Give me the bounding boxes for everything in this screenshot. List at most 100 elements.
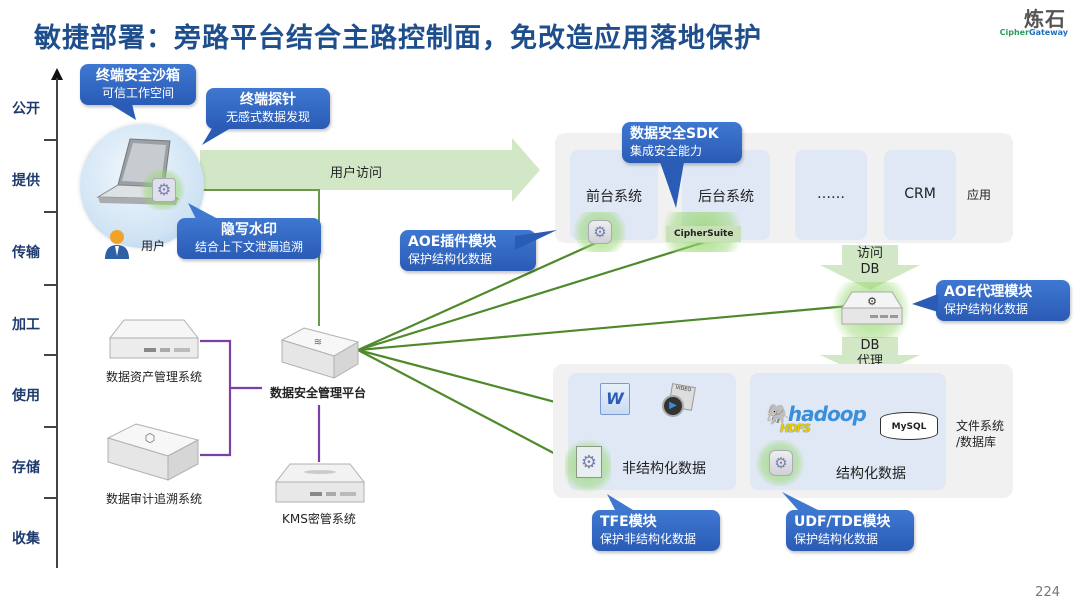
callout-udf-title: UDF/TDE模块 — [794, 514, 891, 530]
axis-label-transmit: 传输 — [12, 245, 40, 261]
axis-tick — [44, 354, 57, 356]
svg-text:⬡: ⬡ — [145, 431, 155, 445]
watermark-gear-icon: ⚙ — [152, 178, 176, 202]
axis-label-provide: 提供 — [12, 173, 40, 189]
storage-side-label: 文件系统 /数据库 — [956, 418, 1004, 450]
apps-side-label: 应用 — [967, 188, 992, 202]
line-platform-aoe-plugin — [357, 240, 599, 352]
user-access-arrow — [200, 138, 540, 202]
tfe-file-gear-icon: ⚙ — [576, 446, 602, 478]
logo-en-b: Gateway — [1029, 28, 1068, 37]
hdfs-text: HDFS — [780, 422, 811, 435]
udf-db-gear-icon: ⚙ — [769, 450, 793, 476]
axis-tick — [44, 211, 57, 213]
svg-text:⚙: ⚙ — [867, 295, 877, 308]
callout-pointer — [110, 104, 136, 120]
video-file-icon: VIDEO ▶ — [660, 383, 696, 417]
access-db-arrow — [820, 245, 920, 290]
laptop-icon — [96, 138, 180, 205]
db-proxy-line1: DB — [860, 338, 880, 353]
line-platform-tfe — [357, 349, 583, 469]
callout-tfe: TFE模块 保护非结构化数据 — [592, 510, 720, 551]
storage-side-line1: 文件系统 — [956, 419, 1005, 433]
user-label: 用户 — [141, 239, 166, 253]
app-label-more: …… — [817, 186, 845, 202]
callout-watermark: 隐写水印 结合上下文泄漏追溯 — [177, 218, 321, 259]
aoe-plugin-db-gear-icon: ⚙ — [588, 220, 612, 244]
hadoop-logo: 🐘hadoop HDFS — [764, 402, 867, 435]
svg-text:≋: ≋ — [314, 337, 322, 348]
aoe-proxy-device-icon: ⚙ — [841, 291, 903, 325]
logo-subtext: CipherGateway — [1000, 28, 1068, 37]
word-document-icon: W — [600, 383, 630, 415]
hadoop-text: hadoop — [787, 402, 867, 426]
callout-pointer — [660, 162, 684, 208]
ciphersuite-badge: CipherSuite — [666, 226, 742, 242]
callout-pointer — [515, 230, 557, 250]
callout-probe-title: 终端探针 — [240, 92, 296, 108]
storage-side-line2: /数据库 — [956, 435, 997, 449]
axis-tick — [44, 284, 57, 286]
app-box-more[interactable] — [795, 150, 867, 240]
callout-aoe-proxy-sub: 保护结构化数据 — [944, 301, 1029, 316]
db-proxy-arrow — [820, 337, 920, 378]
platform-device-icon: ≋ — [280, 327, 360, 379]
line-platform-ciphersuite — [357, 240, 706, 352]
logo-text: 炼石 — [1024, 7, 1066, 31]
callout-aoe-plugin-title: AOE插件模块 — [408, 234, 497, 250]
user-icon — [105, 230, 129, 259]
axis-tick — [44, 497, 57, 499]
callout-sdk-sub: 集成安全能力 — [630, 143, 703, 158]
callout-pointer — [607, 494, 633, 510]
axis-label-use: 使用 — [12, 388, 40, 404]
axis-label-collect: 收集 — [12, 531, 40, 547]
asset-mgmt-label: 数据资产管理系统 — [106, 370, 203, 384]
callout-sdk: 数据安全SDK 集成安全能力 — [622, 122, 742, 163]
app-box-crm[interactable] — [884, 150, 956, 240]
callout-sandbox-title: 终端安全沙箱 — [96, 68, 180, 84]
access-db-line2: DB — [860, 262, 880, 277]
audit-device-icon: ⬡ — [106, 423, 200, 481]
structured-label: 结构化数据 — [836, 466, 906, 482]
callout-aoe-plugin-sub: 保护结构化数据 — [408, 251, 493, 266]
axis-tick — [44, 426, 57, 428]
asset-mgmt-device-icon — [108, 319, 200, 359]
callout-pointer — [912, 294, 938, 312]
callout-sdk-title: 数据安全SDK — [630, 126, 719, 142]
kms-label: KMS密管系统 — [282, 512, 356, 526]
axis-label-public: 公开 — [12, 101, 40, 117]
callout-udf: UDF/TDE模块 保护结构化数据 — [786, 510, 914, 551]
axis-label-store: 存储 — [12, 460, 40, 476]
callout-watermark-sub: 结合上下文泄漏追溯 — [194, 239, 303, 254]
audit-label: 数据审计追溯系统 — [106, 492, 203, 506]
callout-probe: 终端探针 无感式数据发现 — [206, 88, 330, 129]
callout-watermark-title: 隐写水印 — [221, 222, 277, 238]
axis-arrow-icon — [51, 68, 63, 80]
app-label-backend: 后台系统 — [698, 189, 754, 205]
line-laptop-platform — [175, 189, 320, 326]
line-asset-platform — [200, 339, 262, 390]
callout-pointer — [782, 492, 818, 510]
callout-aoe-plugin: AOE插件模块 保护结构化数据 — [400, 230, 536, 271]
hadoop-elephant-icon: 🐘 — [764, 402, 789, 426]
callout-pointer — [202, 125, 236, 145]
callout-probe-sub: 无感式数据发现 — [225, 109, 310, 124]
play-icon: ▶ — [662, 395, 684, 417]
access-db-label: 访问 DB — [842, 246, 898, 278]
callout-tfe-sub: 保护非结构化数据 — [600, 531, 697, 546]
mysql-db-icon: MySQL — [880, 412, 938, 440]
line-audit-platform — [200, 388, 232, 457]
unstructured-label: 非结构化数据 — [622, 461, 706, 477]
logo-en-a: Cipher — [999, 28, 1030, 37]
app-label-frontend: 前台系统 — [586, 189, 642, 205]
callout-aoe-proxy: AOE代理模块 保护结构化数据 — [936, 280, 1070, 321]
callout-aoe-proxy-title: AOE代理模块 — [944, 284, 1033, 300]
callout-sandbox-sub: 可信工作空间 — [101, 85, 174, 100]
app-label-crm: CRM — [904, 186, 936, 202]
axis-label-process: 加工 — [12, 317, 40, 333]
callout-udf-sub: 保护结构化数据 — [794, 531, 879, 546]
line-platform-aoe-proxy — [357, 303, 861, 352]
lifecycle-axis — [56, 78, 58, 568]
access-db-line1: 访问 — [856, 246, 883, 261]
kms-device-icon — [274, 463, 366, 503]
